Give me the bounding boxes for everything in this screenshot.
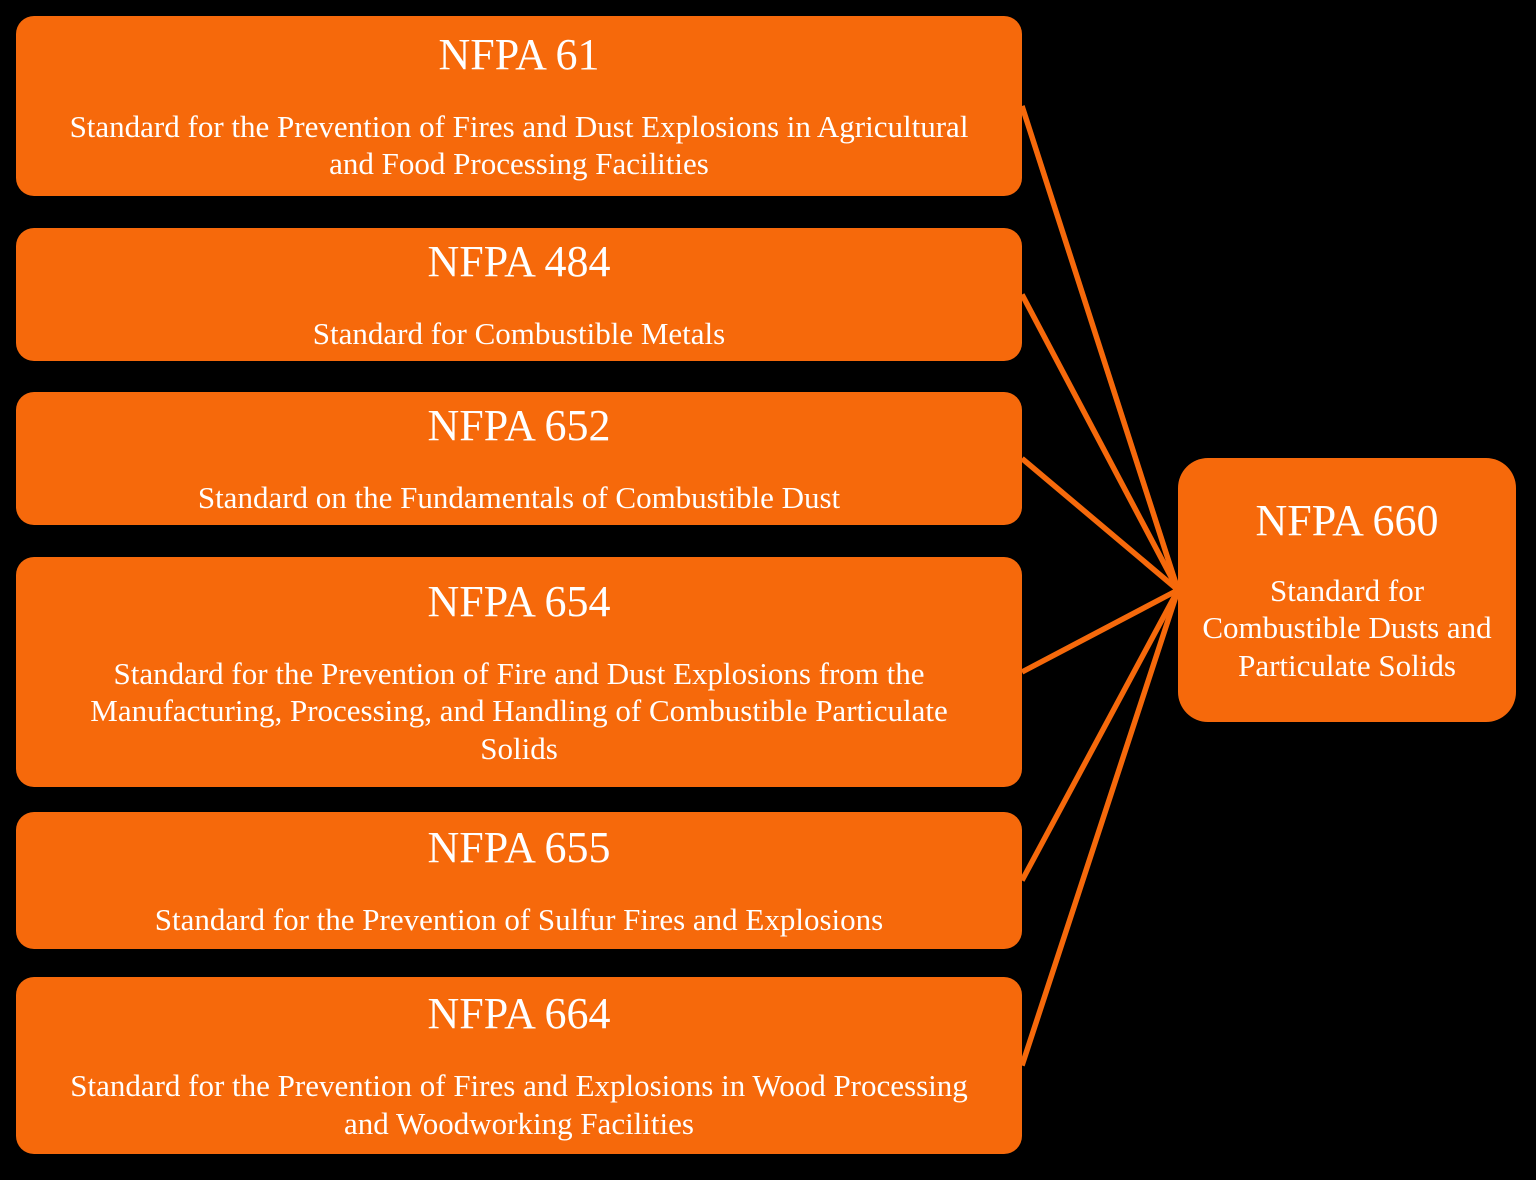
node-nfpa-654: NFPA 654 Standard for the Prevention of … <box>16 557 1022 787</box>
node-nfpa-652: NFPA 652 Standard on the Fundamentals of… <box>16 392 1022 525</box>
node-title: NFPA 654 <box>427 576 611 626</box>
node-title: NFPA 660 <box>1255 495 1439 545</box>
node-description: Standard for Combustible Dusts and Parti… <box>1202 572 1492 684</box>
connector-line <box>1019 293 1181 592</box>
node-description: Standard for the Prevention of Fires and… <box>70 1068 968 1141</box>
connector-line <box>1020 456 1180 593</box>
node-title: NFPA 484 <box>427 237 611 287</box>
node-description: Standard for the Prevention of Fire and … <box>90 655 948 767</box>
node-title: NFPA 61 <box>438 29 600 79</box>
node-description: Standard for the Prevention of Sulfur Fi… <box>154 901 884 937</box>
node-description: Standard for the Prevention of Fires and… <box>69 108 969 182</box>
node-title: NFPA 652 <box>427 401 611 451</box>
connector-line <box>1019 588 1181 882</box>
connector-line <box>1020 587 1180 675</box>
node-nfpa-484: NFPA 484 Standard for Combustible Metals <box>16 228 1022 361</box>
connector-line <box>1019 105 1181 591</box>
connector-line <box>1019 589 1181 1067</box>
node-title: NFPA 664 <box>427 989 611 1039</box>
node-description: Standard for Combustible Metals <box>312 315 726 351</box>
node-nfpa-660: NFPA 660 Standard for Combustible Dusts … <box>1178 458 1516 722</box>
node-nfpa-655: NFPA 655 Standard for the Prevention of … <box>16 812 1022 949</box>
node-description: Standard on the Fundamentals of Combusti… <box>197 479 841 515</box>
node-nfpa-664: NFPA 664 Standard for the Prevention of … <box>16 977 1022 1154</box>
node-title: NFPA 655 <box>427 823 611 873</box>
node-nfpa-61: NFPA 61 Standard for the Prevention of F… <box>16 16 1022 196</box>
